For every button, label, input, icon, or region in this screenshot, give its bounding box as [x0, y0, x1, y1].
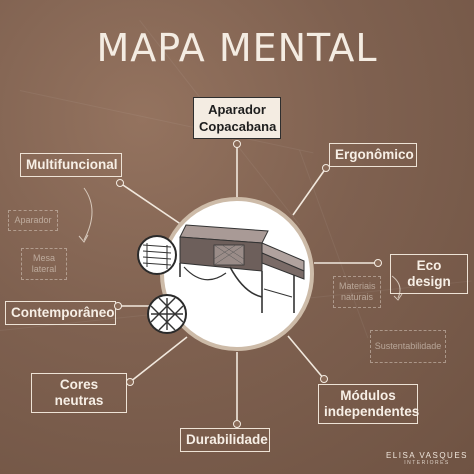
- branch-ergonomico: Ergonômico: [329, 143, 417, 167]
- center-topic-text: Aparador Copacabana: [199, 102, 277, 134]
- drawer-detail-circle: [137, 235, 177, 275]
- note-mesa-lateral-text: Mesa lateral: [31, 253, 57, 274]
- branch-eco-design: Eco design: [390, 254, 468, 294]
- arrow-aparador-head: [78, 234, 89, 243]
- branch-cores-neutras: Cores neutras: [31, 373, 127, 413]
- sideboard-sketch: [179, 224, 305, 313]
- brand-subtitle: INTERIORES: [404, 460, 450, 466]
- node-dot: [374, 259, 382, 267]
- product-sketch-circle: [160, 197, 314, 351]
- node-dot: [126, 378, 134, 386]
- node-dot: [114, 302, 122, 310]
- note-aparador-text: Aparador: [14, 215, 52, 225]
- lattice-detail-sketch: [150, 297, 184, 331]
- branch-contemporaneo-label: Contemporâneo: [11, 305, 115, 320]
- node-dot: [116, 179, 124, 187]
- note-mesa-lateral: Mesa lateral: [21, 248, 67, 280]
- page-title: MAPA MENTAL: [96, 26, 378, 70]
- branch-modulos-independentes: Módulos independentes: [318, 384, 420, 424]
- branch-multifuncional: Multifuncional: [20, 153, 122, 177]
- branch-modulos-label: Módulos independentes: [324, 388, 420, 419]
- connector-ergonomico: [292, 167, 327, 216]
- branch-durabilidade: Durabilidade: [180, 428, 270, 452]
- note-materiais-text: Materiais naturais: [339, 281, 376, 302]
- note-aparador: Aparador: [8, 210, 58, 231]
- connector-modulos: [287, 335, 325, 380]
- branch-eco-design-label: Eco design: [407, 258, 451, 289]
- node-dot: [322, 164, 330, 172]
- brand-signature: ELISA VASQUES INTERIORES: [386, 451, 468, 466]
- branch-contemporaneo: Contemporâneo: [5, 301, 116, 325]
- center-topic-label: Aparador Copacabana: [193, 97, 281, 139]
- drawer-detail-sketch: [142, 243, 172, 269]
- note-sustentabilidade-text: Sustentabilidade: [374, 341, 442, 351]
- node-dot: [320, 375, 328, 383]
- arrow-aparador: [83, 187, 93, 241]
- branch-ergonomico-label: Ergonômico: [335, 147, 414, 162]
- node-dot: [233, 420, 241, 428]
- connector-cores: [129, 336, 188, 383]
- branch-multifuncional-label: Multifuncional: [26, 157, 118, 172]
- arrow-materiais: [391, 275, 401, 299]
- arrow-materiais-head: [393, 293, 403, 301]
- lattice-detail-circle: [147, 294, 187, 334]
- note-sustentabilidade: Sustentabilidade: [370, 330, 446, 363]
- note-materiais-naturais: Materiais naturais: [333, 276, 381, 308]
- connector-multifuncional: [119, 182, 183, 226]
- brand-name: ELISA VASQUES: [385, 451, 468, 460]
- node-dot: [233, 140, 241, 148]
- branch-durabilidade-label: Durabilidade: [186, 432, 268, 447]
- branch-cores-neutras-label: Cores neutras: [54, 377, 104, 408]
